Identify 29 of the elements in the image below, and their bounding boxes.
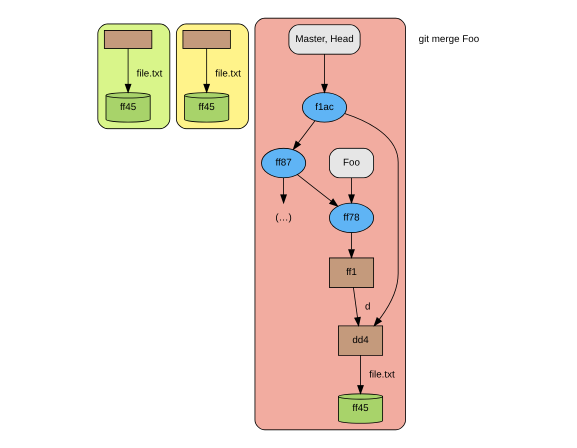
- arrow: [321, 54, 328, 94]
- label: git merge Foo: [418, 34, 480, 45]
- arrow: [348, 177, 355, 204]
- arrow: [353, 287, 361, 327]
- arrow: [203, 48, 210, 94]
- arrow: [280, 177, 288, 204]
- node-ellipse: ff87: [261, 148, 306, 178]
- node-box: Foo: [329, 148, 374, 178]
- node-box: ff1: [329, 258, 374, 288]
- edge-label: file.txt: [215, 68, 241, 80]
- node-box: dd4: [338, 325, 384, 356]
- edge-label: file.txt: [136, 68, 162, 80]
- arrow: [124, 48, 132, 94]
- cluster: [176, 24, 249, 130]
- cluster: [254, 18, 406, 430]
- node-ellipse: f1ac: [302, 92, 348, 123]
- node-box: [182, 30, 231, 49]
- arrow: [348, 232, 355, 260]
- node-box: Master, Head: [288, 24, 361, 55]
- edge-label: file.txt: [369, 370, 395, 381]
- arrow: [296, 174, 339, 208]
- node-box: [104, 30, 152, 49]
- edge-label: d: [365, 302, 370, 313]
- node-ellipse: ff78: [329, 202, 374, 233]
- cluster: [97, 24, 170, 130]
- arrow: [357, 355, 364, 395]
- arrow: [344, 113, 399, 327]
- arrow: [292, 120, 316, 150]
- node-text: (…): [275, 212, 292, 224]
